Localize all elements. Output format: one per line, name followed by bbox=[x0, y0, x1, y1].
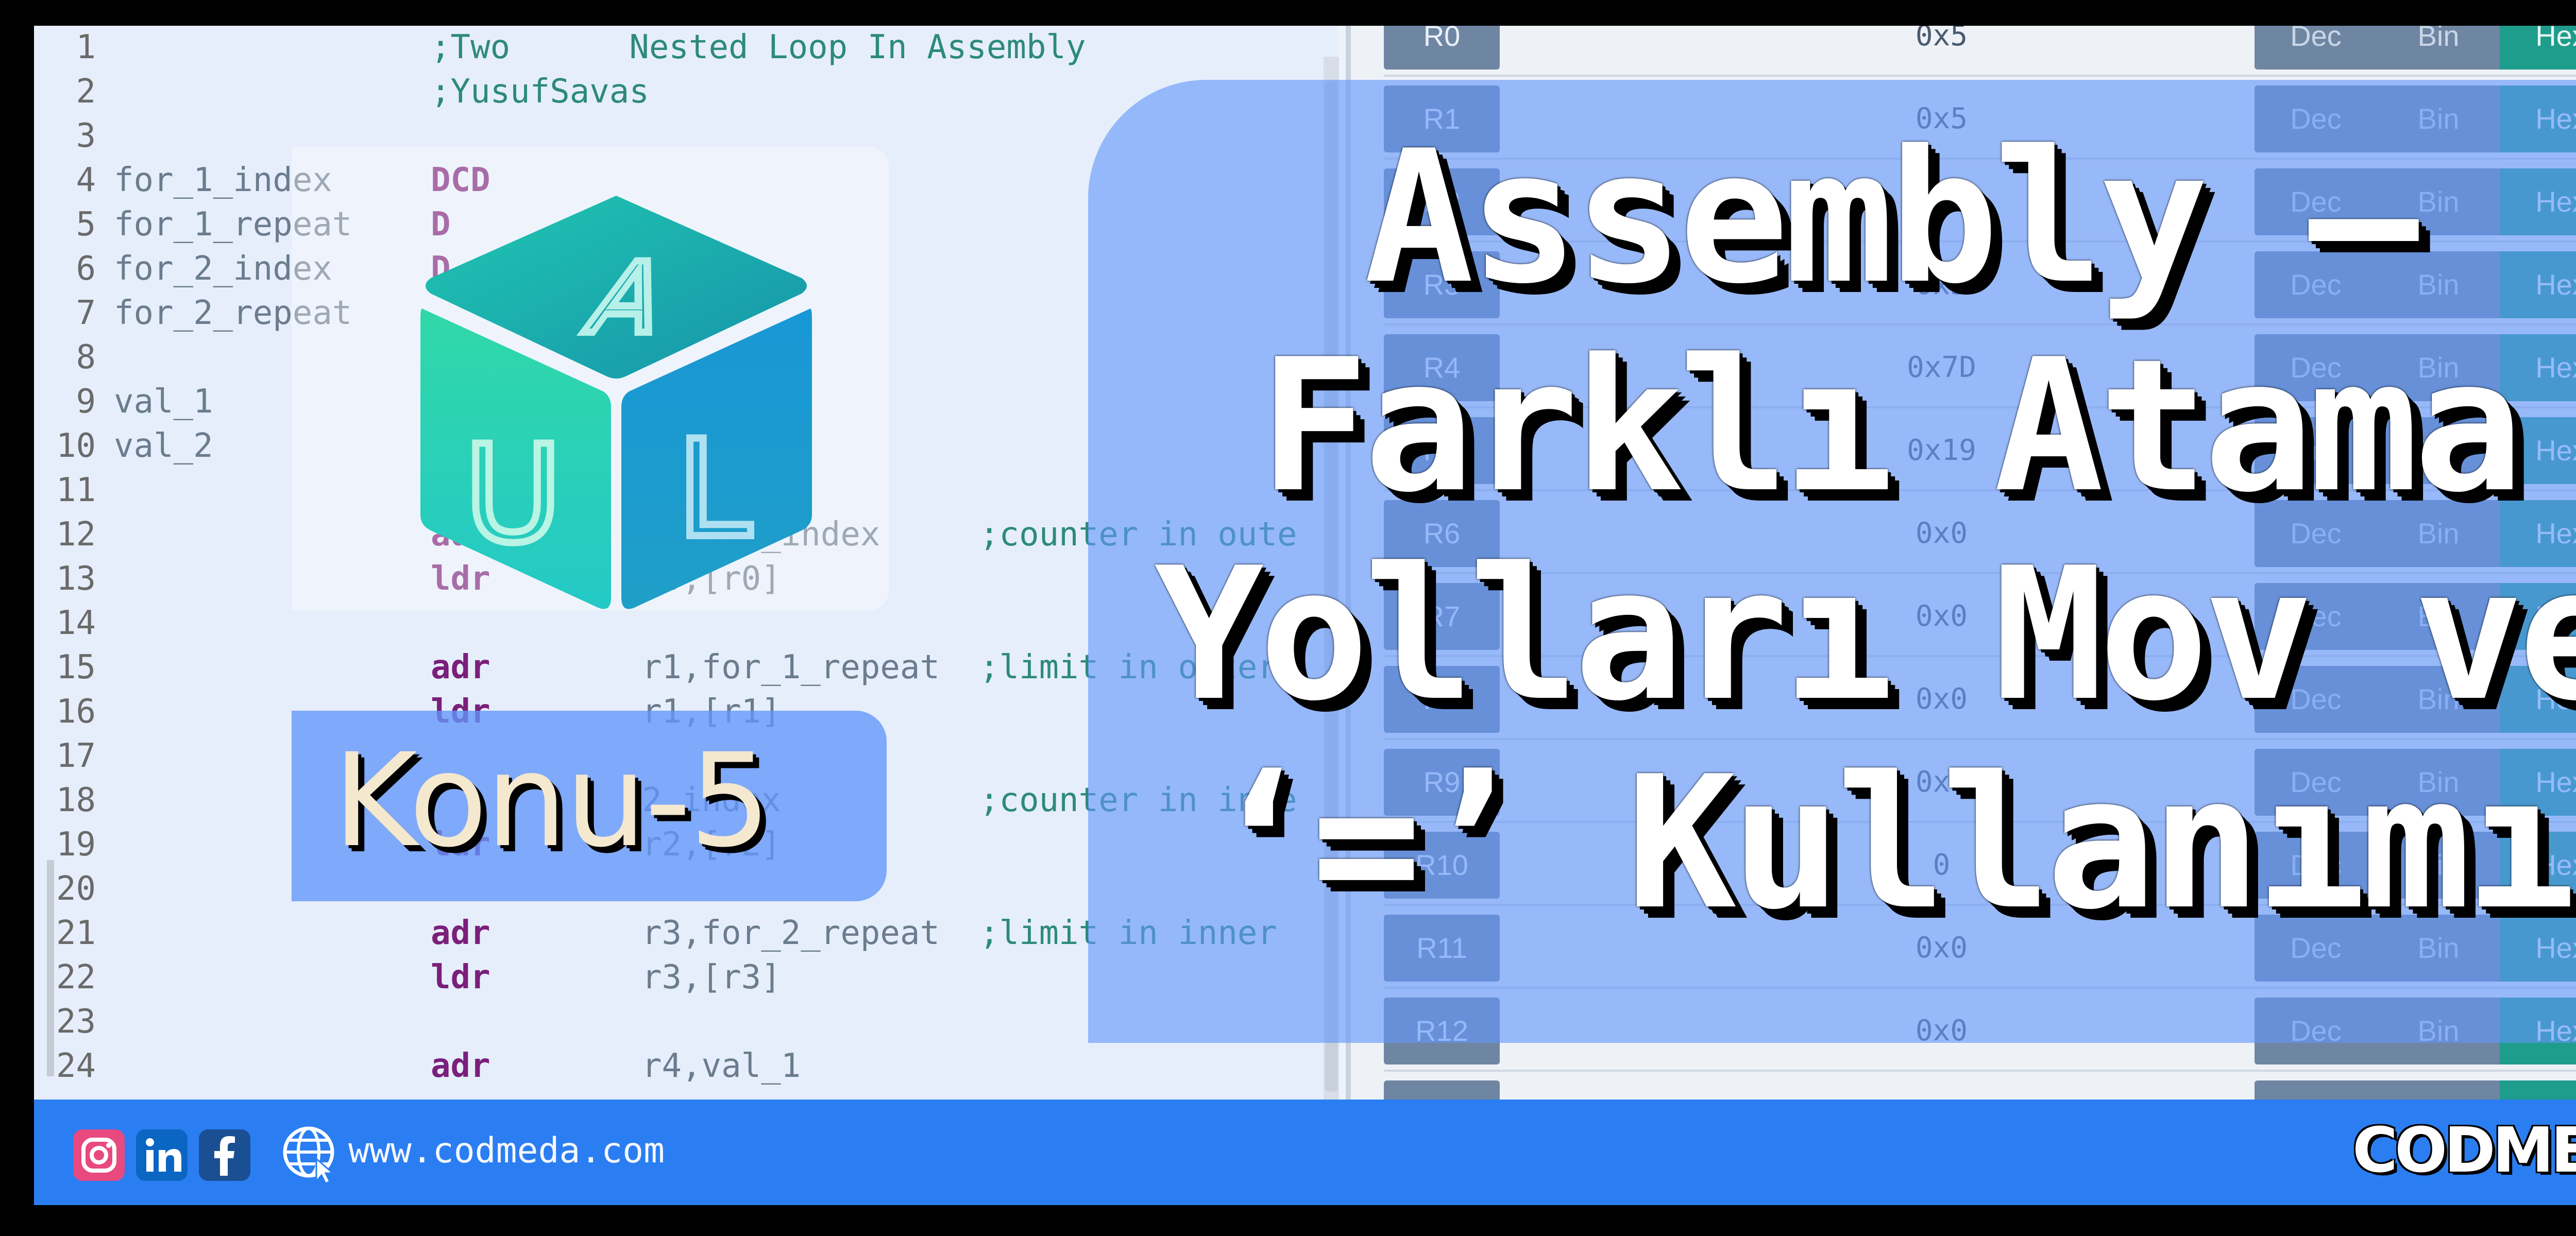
line-number: 17 bbox=[56, 737, 96, 775]
line-number: 24 bbox=[56, 1047, 96, 1085]
cube-right-face bbox=[621, 308, 812, 609]
line-number: 12 bbox=[56, 516, 96, 554]
title-line-1: Assembly – bbox=[1364, 111, 2418, 324]
title-overlay-panel bbox=[1088, 80, 2576, 1043]
instagram-icon[interactable] bbox=[73, 1129, 125, 1181]
footer-bar bbox=[34, 1100, 2576, 1205]
code-line[interactable]: 24 adr r4,val_1 bbox=[34, 1044, 1337, 1088]
code-line[interactable]: 5 for_1_repeat D bbox=[34, 203, 1337, 247]
thumbnail-canvas: 1 ;Two Nested Loop In Assembly 2 ;YusufSava… bbox=[34, 26, 2576, 1205]
register-row: R0 0x5 DecBinHex bbox=[1384, 26, 2576, 70]
code-instruction: adr bbox=[431, 914, 490, 952]
line-number: 10 bbox=[56, 427, 96, 465]
title-line-3: Yolları Mov ve bbox=[1154, 528, 2576, 741]
code-label: for_2_index bbox=[114, 250, 332, 288]
line-number: 21 bbox=[56, 914, 96, 952]
code-instruction: adr bbox=[431, 648, 490, 686]
code-line[interactable]: 20 bbox=[34, 867, 1337, 911]
line-number: 5 bbox=[76, 205, 96, 244]
code-line[interactable]: 9 val_1 bbox=[34, 380, 1337, 424]
line-number: 14 bbox=[56, 604, 96, 642]
hex-button[interactable]: Hex bbox=[2500, 26, 2576, 70]
line-number: 16 bbox=[56, 693, 96, 731]
title-line-2: Farklı Atama bbox=[1259, 319, 2524, 533]
code-operand: r4,val_1 bbox=[642, 1047, 801, 1085]
line-number: 11 bbox=[56, 471, 96, 509]
register-separator bbox=[1384, 1070, 2576, 1072]
left-scroll-indicator bbox=[47, 860, 54, 1076]
topic-badge-backdrop bbox=[292, 711, 887, 901]
line-number: 2 bbox=[76, 73, 96, 111]
code-instruction: ldr bbox=[431, 958, 490, 997]
title-line-4: ‘=’ Kullanımı bbox=[1206, 736, 2576, 950]
code-label: for_1_repeat bbox=[114, 205, 352, 244]
line-number: 7 bbox=[76, 294, 96, 332]
code-label: val_2 bbox=[114, 427, 213, 465]
facebook-icon[interactable] bbox=[199, 1129, 250, 1181]
line-number: 23 bbox=[56, 1003, 96, 1041]
code-instruction: D bbox=[431, 205, 451, 244]
code-line[interactable]: 17 bbox=[34, 734, 1337, 778]
code-line[interactable]: 1 ;Two Nested Loop In Assembly bbox=[34, 26, 1337, 70]
video-title: Assembly – Farklı Atama Yolları Mov ve ‘… bbox=[1142, 113, 2576, 989]
line-number: 19 bbox=[56, 826, 96, 864]
register-name: R0 bbox=[1384, 26, 1500, 70]
code-line[interactable]: 2 ;YusufSavas bbox=[34, 70, 1337, 114]
code-line[interactable]: 22 ldr r3,[r3] bbox=[34, 956, 1337, 1000]
bin-button[interactable]: Bin bbox=[2377, 26, 2500, 70]
code-instruction: ldr bbox=[431, 560, 490, 598]
code-line[interactable]: 4 for_1_index DCD bbox=[34, 159, 1337, 202]
register-separator bbox=[1384, 75, 2576, 77]
code-label: for_1_index bbox=[114, 161, 332, 199]
code-comment: ;Two Nested Loop In Assembly bbox=[431, 28, 1086, 66]
globe-icon[interactable] bbox=[280, 1124, 342, 1186]
code-instruction: adr bbox=[431, 1047, 490, 1085]
code-label: for_2_repeat bbox=[114, 294, 352, 332]
code-line[interactable]: 23 bbox=[34, 1000, 1337, 1044]
line-number: 18 bbox=[56, 781, 96, 819]
linkedin-icon[interactable] bbox=[136, 1129, 188, 1181]
line-number: 9 bbox=[76, 383, 96, 421]
code-operand: r3,[r3] bbox=[642, 958, 781, 997]
codmeda-brand-logo: CODMEDA bbox=[2352, 1115, 2576, 1187]
line-number-gutter bbox=[34, 26, 109, 1100]
website-link[interactable]: www.codmeda.com bbox=[348, 1130, 665, 1171]
aul-cube-logo: A U L bbox=[420, 196, 812, 609]
cube-letter-u: U bbox=[464, 417, 562, 573]
line-number: 22 bbox=[56, 958, 96, 997]
cube-top-face bbox=[426, 196, 807, 379]
code-line[interactable]: 11 bbox=[34, 469, 1337, 512]
code-line[interactable]: 8 bbox=[34, 336, 1337, 380]
code-line[interactable]: 3 bbox=[34, 114, 1337, 158]
register-value: 0x5 bbox=[1915, 26, 1968, 53]
dec-button[interactable]: Dec bbox=[2255, 26, 2377, 70]
code-line[interactable]: 10 val_2 bbox=[34, 424, 1337, 468]
line-number: 4 bbox=[76, 161, 96, 199]
line-number: 13 bbox=[56, 560, 96, 598]
code-comment: ;YusufSavas bbox=[431, 73, 649, 111]
line-number: 20 bbox=[56, 870, 96, 908]
line-number: 3 bbox=[76, 117, 96, 155]
code-operand: r1,for_1_repeat bbox=[642, 648, 940, 686]
cube-left-face bbox=[420, 308, 611, 609]
topic-label: Konu-5 bbox=[333, 726, 771, 876]
line-number: 6 bbox=[76, 250, 96, 288]
code-instruction: DCD bbox=[431, 161, 490, 199]
code-label: val_1 bbox=[114, 383, 213, 421]
cube-letter-l: L bbox=[677, 412, 752, 568]
line-number: 1 bbox=[76, 28, 96, 66]
line-number: 15 bbox=[56, 648, 96, 686]
line-number: 8 bbox=[76, 338, 96, 376]
code-operand: r3,for_2_repeat bbox=[642, 914, 940, 952]
code-line[interactable]: 14 bbox=[34, 602, 1337, 645]
